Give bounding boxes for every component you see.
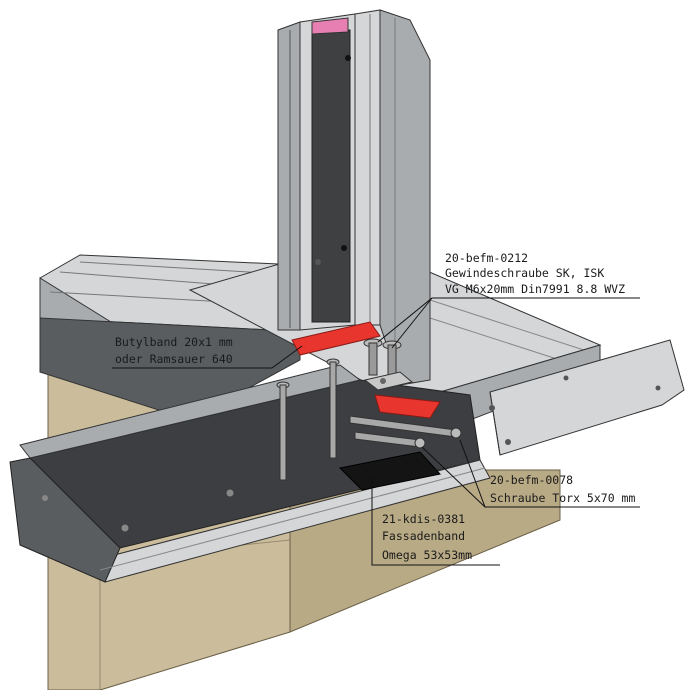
label-torx: 20-befm-0078 Schraube Torx 5x70 mm	[490, 473, 635, 505]
gasket-bolt-mid	[341, 245, 347, 251]
deck-line-2	[429, 317, 561, 361]
torx-screw-vertical-1	[276, 381, 290, 481]
mullion-bolt-low	[315, 259, 321, 265]
leader-facade-anchor	[371, 475, 383, 481]
leader-lines	[112, 297, 640, 566]
screw-sk-spec: VG M6x20mm Din7991 8.8 WVZ	[445, 282, 625, 296]
leader-facade	[371, 480, 500, 566]
washer-plate	[363, 371, 414, 391]
facade-band-patch	[338, 451, 441, 491]
torx-name: Schraube Torx 5x70 mm	[490, 491, 635, 505]
gasket-bolt-top	[345, 55, 351, 61]
mullion-side-profile	[379, 9, 431, 386]
butyl-tapes	[291, 321, 441, 419]
torx-code: 20-befm-0078	[490, 473, 573, 487]
mullion-cap-pink	[311, 17, 349, 35]
leader-butyl	[112, 345, 303, 369]
vertical-mullion	[277, 9, 431, 386]
butyl-alt: oder Ramsauer 640	[115, 352, 233, 366]
butyl-name: Butylband 20x1 mm	[115, 335, 233, 349]
label-butyl: Butylband 20x1 mm oder Ramsauer 640	[115, 335, 233, 366]
screw-sk-code: 20-befm-0212	[445, 251, 528, 265]
bracket-bolt-2	[505, 439, 511, 445]
leader-screw-sk-2	[391, 297, 433, 349]
label-screw-sk: 20-befm-0212 Gewindeschraube SK, ISK VG …	[445, 251, 625, 296]
leader-torx-2	[421, 446, 486, 508]
channel-hole-1	[226, 489, 234, 497]
butyl-tape-lower	[374, 394, 441, 419]
channel-end-face	[9, 457, 121, 583]
bracket-bolt-1	[489, 405, 495, 411]
bracket-bolt-4	[655, 385, 661, 391]
screws	[276, 338, 462, 481]
channel-hole-3	[42, 495, 48, 501]
facade-spec: Omega 53x53mm	[382, 548, 472, 562]
right-bracket	[489, 339, 685, 456]
facade-name: Fassadenband	[382, 529, 465, 543]
bracket-bolt-3	[563, 375, 569, 381]
mullion-gasket	[311, 29, 351, 323]
mullion-left-face	[277, 21, 301, 331]
facade-code: 21-kdis-0381	[382, 512, 465, 526]
torx-screw-vertical-2	[326, 358, 340, 459]
bracket-edge	[489, 391, 501, 456]
torx-screw-horizontal-2	[354, 431, 426, 449]
deck-line-1	[429, 299, 591, 353]
torx-screw-horizontal-1	[349, 415, 462, 439]
screw-sk-name: Gewindeschraube SK, ISK	[445, 266, 604, 280]
mullion-right-face	[354, 9, 381, 326]
channel-hole-2	[121, 524, 129, 532]
countersunk-screw-1	[363, 338, 383, 376]
label-facade-band: 21-kdis-0381 Fassadenband Omega 53x53mm	[382, 512, 472, 562]
channel-back-wall	[19, 364, 362, 459]
channel-lip-line	[99, 467, 486, 571]
